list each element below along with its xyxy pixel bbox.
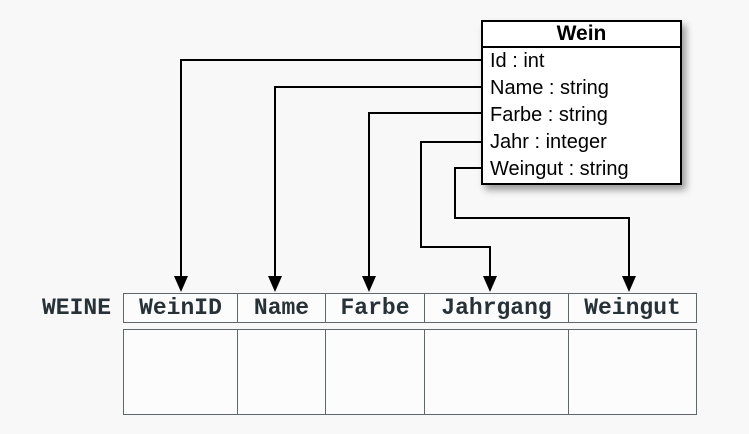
table-body-row	[123, 329, 697, 415]
class-attribute-id: Id : int	[490, 50, 545, 72]
connector-weingut-to-weingut	[454, 167, 636, 292]
connector-id-to-weinid	[174, 59, 481, 292]
column-header-weinid: WeinID	[124, 294, 238, 322]
table-cell-weingut	[569, 330, 696, 414]
column-header-jahrgang: Jahrgang	[425, 294, 569, 322]
class-attribute-list: Id : int Name : string Farbe : string Ja…	[483, 48, 680, 183]
table-cell-weinid	[124, 330, 238, 414]
table-cell-jahrgang	[425, 330, 569, 414]
class-attribute-name: Name : string	[490, 77, 609, 99]
connector-name-to-name	[268, 86, 481, 292]
connector-farbe-to-farbe	[362, 112, 481, 292]
table-name-label: WEINE	[42, 295, 112, 321]
class-attribute-jahr: Jahr : integer	[490, 131, 607, 153]
uml-class-box: Wein Id : int Name : string Farbe : stri…	[481, 20, 682, 185]
column-header-name: Name	[238, 294, 326, 322]
table-cell-farbe	[326, 330, 425, 414]
table-header-row: WeinID Name Farbe Jahrgang Weingut	[123, 293, 697, 323]
table-cell-name	[238, 330, 326, 414]
connector-jahr-to-jahrgang	[420, 141, 497, 292]
column-header-weingut: Weingut	[584, 295, 681, 321]
class-attribute-weingut: Weingut : string	[490, 158, 629, 180]
class-attribute-farbe: Farbe : string	[490, 104, 608, 126]
class-title: Wein	[483, 22, 680, 48]
column-header-farbe: Farbe	[326, 294, 425, 322]
